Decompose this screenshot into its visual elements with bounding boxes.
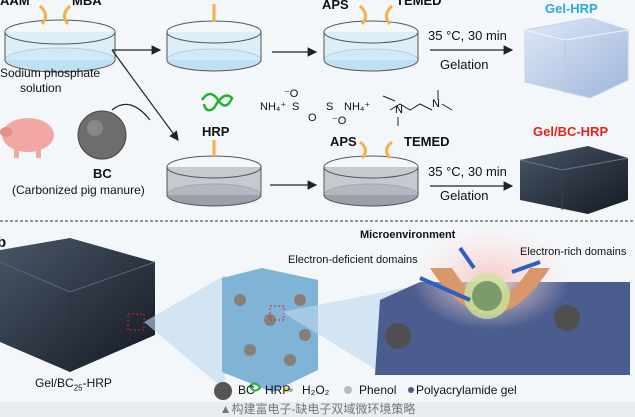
aps-label-top: APS — [322, 0, 349, 12]
gel-hrp-cube — [524, 17, 629, 99]
process-arrows — [111, 45, 514, 191]
temed-n2: N — [432, 98, 440, 110]
gel-hrp-label: Gel-HRP — [545, 1, 598, 16]
hrp-enzyme-icon — [200, 92, 234, 112]
bc-photo — [77, 110, 127, 160]
temed-n1: N — [395, 104, 403, 116]
solution-label-line1: Sodium phosphate — [0, 66, 101, 80]
microenvironment-label: Microenvironment — [360, 229, 456, 241]
gelation-label-top: Gelation — [440, 57, 489, 72]
porous-cube — [222, 268, 318, 392]
aps-label-bottom: APS — [330, 134, 357, 149]
electron-deficient-label: Electron-deficient domains — [288, 254, 418, 266]
legend-phenol-label: Phenol — [359, 383, 397, 397]
reagent-arrows — [38, 4, 394, 160]
aps-o-minus-2: ⁻O — [332, 115, 347, 127]
gel-bc-hrp-cube — [519, 146, 629, 214]
dish-5 — [323, 155, 419, 207]
bc-label: BC — [93, 166, 112, 181]
reagent-aam-label: AAM — [0, 0, 30, 8]
legend-bc-label: BC — [238, 383, 255, 397]
legend-hrp-icon — [249, 382, 262, 392]
aps-s-1: S — [292, 101, 300, 113]
legend-h2o2-label: H₂O₂ — [302, 383, 330, 397]
gel-bc25-hrp-label: Gel/BC25-HRP — [35, 376, 112, 393]
temed-structure — [382, 90, 453, 126]
microenvironment-scheme — [375, 226, 630, 375]
legend-hrp-label: HRP — [265, 383, 291, 397]
zoom-lines-1 — [144, 275, 225, 390]
solution-label-line2: solution — [20, 81, 62, 95]
aps-nh4-2: NH₄⁺ — [344, 101, 371, 113]
legend-bc-icon — [214, 382, 232, 400]
aps-nh4-1: NH₄⁺ — [260, 101, 287, 113]
dish-2 — [166, 20, 262, 72]
temed-label-top: TEMED — [396, 0, 442, 8]
legend-pam-icon — [408, 387, 414, 393]
legend-h2o2-icon — [284, 387, 290, 393]
condition-label-bottom: 35 °C, 30 min — [428, 164, 507, 179]
temed-label-bottom: TEMED — [404, 134, 450, 149]
legend-phenol-icon — [344, 386, 352, 394]
gel-bc25-hrp-cube — [0, 238, 156, 372]
aps-o-minus-1: ⁻O — [284, 88, 299, 100]
aps-s-2: S — [326, 101, 334, 113]
gelation-label-bottom: Gelation — [440, 188, 489, 203]
legend-pam-label: Polyacrylamide gel — [416, 383, 517, 397]
electron-rich-label: Electron-rich domains — [520, 246, 627, 258]
reagent-mba-label: MBA — [72, 0, 102, 8]
dish-3 — [323, 20, 419, 72]
aps-o-bridge: O — [308, 112, 317, 124]
gel-bc-hrp-label: Gel/BC-HRP — [533, 124, 609, 139]
figure-caption: ▲构建富电子-缺电子双域微环境策略 — [0, 402, 635, 417]
panel-b-label: b — [0, 234, 7, 251]
bc-description: (Carbonized pig manure) — [12, 183, 145, 197]
pig-icon — [0, 118, 54, 158]
hrp-label: HRP — [202, 124, 230, 139]
condition-label-top: 35 °C, 30 min — [428, 28, 507, 43]
dish-1 — [4, 19, 116, 73]
dish-4 — [166, 155, 262, 207]
